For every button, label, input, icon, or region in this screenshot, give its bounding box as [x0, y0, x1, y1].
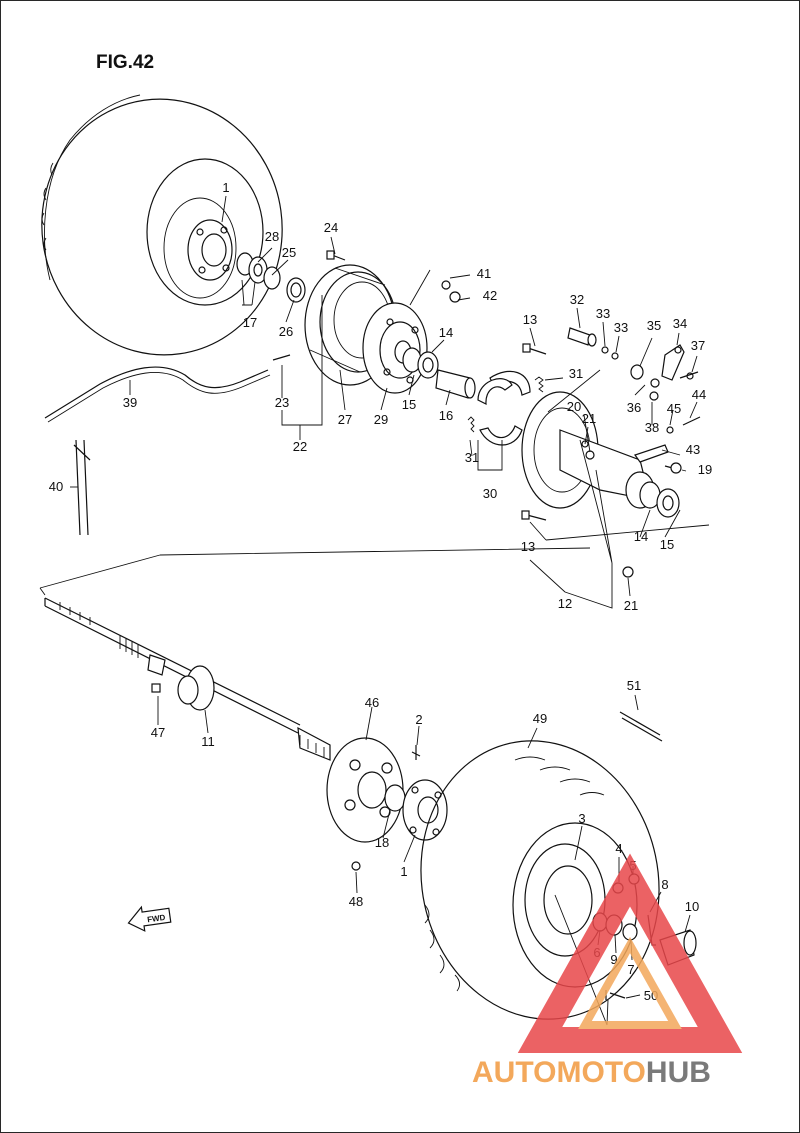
brake-cam-assembly: [567, 327, 701, 474]
fwd-arrow: FWD: [127, 905, 172, 932]
callout: 13: [523, 312, 537, 327]
callout: 36: [627, 400, 641, 415]
callout: 26: [279, 324, 293, 339]
fwd-label: FWD: [147, 913, 167, 924]
watermark-part1: AUTOMOTO: [472, 1056, 646, 1089]
callout: 21: [582, 411, 596, 426]
callout: 15: [402, 397, 416, 412]
callout: 43: [686, 442, 700, 457]
bolt-2: [411, 745, 421, 760]
callout: 14: [634, 529, 648, 544]
callout: 29: [374, 412, 388, 427]
callout: 15: [660, 537, 674, 552]
callout: 9: [610, 952, 617, 967]
callout: 18: [375, 835, 389, 850]
spring-upper: [534, 376, 544, 393]
callout: 22: [293, 439, 307, 454]
brake-rod: [44, 366, 269, 419]
bearing-stack-left: [236, 252, 306, 303]
callout: 17: [243, 315, 257, 330]
bearing-and-spacer-upper: [402, 347, 476, 399]
callout-numbers: 1 17 28 25 26 24 41 42 32 33 33 35 34 37…: [49, 180, 712, 1003]
callout: 1: [222, 180, 229, 195]
callout: 31: [465, 450, 479, 465]
pin: [272, 354, 291, 361]
wheel-hub-left: [187, 219, 233, 281]
rear-axle: [44, 597, 331, 761]
callout: 16: [439, 408, 453, 423]
callout: 28: [265, 229, 279, 244]
callout: 35: [647, 318, 661, 333]
callout: 33: [596, 306, 610, 321]
callout: 31: [569, 366, 583, 381]
callout: 40: [49, 479, 63, 494]
callout: 21: [624, 598, 638, 613]
spring-lower: [467, 416, 475, 433]
callout: 25: [282, 245, 296, 260]
callout: 2: [415, 712, 422, 727]
callout: 20: [567, 399, 581, 414]
callout: 41: [477, 266, 491, 281]
sprocket-hub-seal: [384, 784, 406, 812]
figure-title: FIG.42: [96, 52, 154, 73]
callout: 8: [661, 877, 668, 892]
tire-valve: [619, 711, 663, 742]
callout: 49: [533, 711, 547, 726]
bolt-47: [151, 683, 161, 693]
leader-lines: [39, 195, 710, 1026]
wheel-hub-right: [402, 779, 448, 841]
callout: 51: [627, 678, 641, 693]
callout: 47: [151, 725, 165, 740]
callout: 7: [627, 962, 634, 977]
callout: 44: [692, 387, 706, 402]
callout: 45: [667, 401, 681, 416]
brake-shoes: [477, 370, 531, 446]
callout: 39: [123, 395, 137, 410]
callout: 48: [349, 894, 363, 909]
callout: 12: [558, 596, 572, 611]
callout: 37: [691, 338, 705, 353]
callout: 13: [521, 539, 535, 554]
callout: 3: [578, 811, 585, 826]
watermark-part2: HUB: [646, 1056, 711, 1089]
callout: 27: [338, 412, 352, 427]
callout: 32: [570, 292, 584, 307]
callout: 14: [439, 325, 453, 340]
callout: 10: [685, 899, 699, 914]
callout: 1: [400, 864, 407, 879]
callout: 38: [645, 420, 659, 435]
callout: 4: [615, 841, 622, 856]
callout: 34: [673, 316, 687, 331]
watermark-logo: [517, 853, 743, 1053]
callout: 30: [483, 486, 497, 501]
callout: 24: [324, 220, 338, 235]
watermark-text: AUTOMOTOHUB: [472, 1056, 711, 1089]
nut-48: [351, 861, 361, 871]
callout: 19: [698, 462, 712, 477]
brake-arm: [73, 439, 91, 536]
left-rear-tire: [41, 94, 283, 356]
callout: 11: [201, 734, 215, 749]
callout: 23: [275, 395, 289, 410]
callout: 33: [614, 320, 628, 335]
callout: 46: [365, 695, 379, 710]
callout: 42: [483, 288, 497, 303]
drum-hub: [362, 302, 428, 394]
